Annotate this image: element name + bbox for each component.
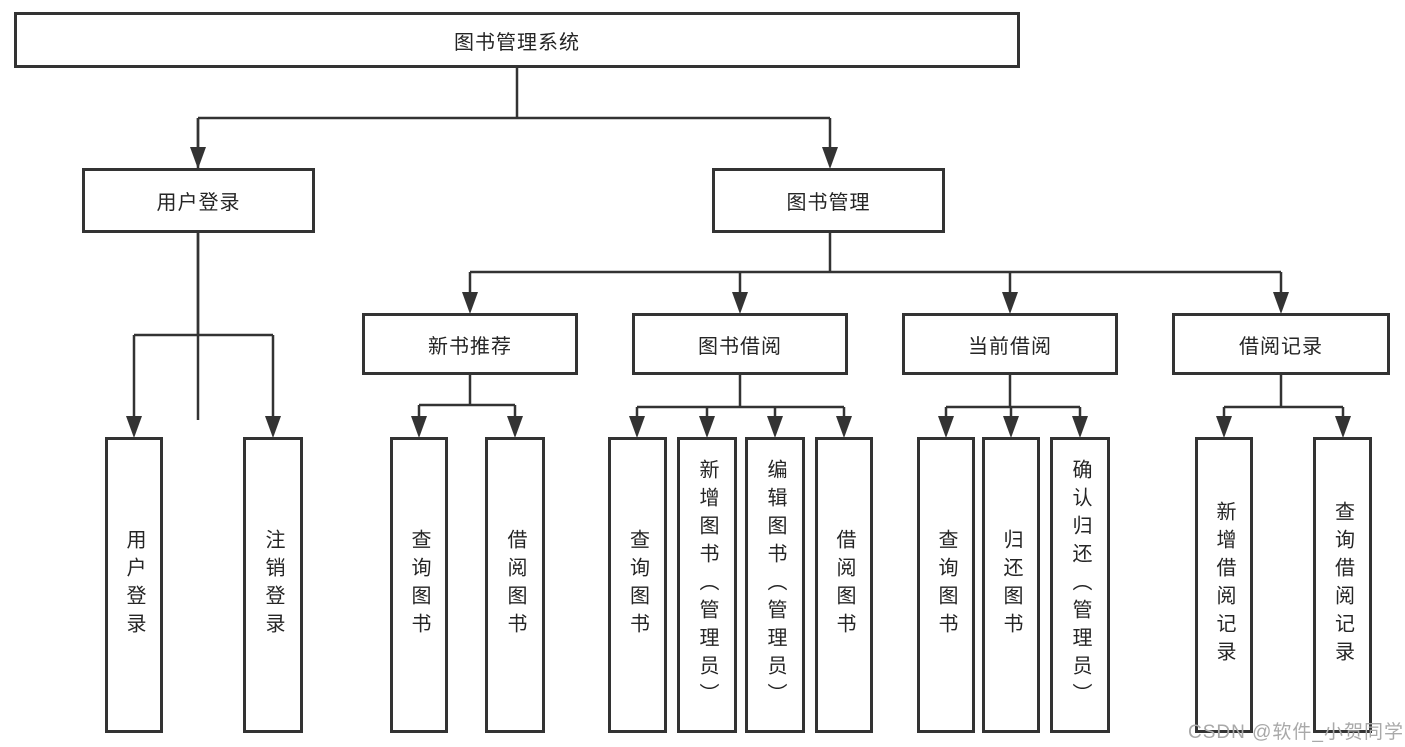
- leaf-query-books-current: 查询图书: [917, 437, 975, 733]
- leaf-return-books: 归还图书: [982, 437, 1040, 733]
- leaf-add-books-admin: 新增图书（管理员）: [677, 437, 737, 733]
- connector-root-to-level2: [196, 68, 832, 420]
- leaf-query-books-borrow: 查询图书: [608, 437, 667, 733]
- leaf-label: 借阅图书: [504, 529, 526, 641]
- leaf-label: 归还图书: [1000, 529, 1022, 641]
- arrowheads-new-book-branch: [411, 416, 523, 438]
- arrowheads-level2: [190, 147, 838, 169]
- node-label: 用户登录: [156, 192, 241, 214]
- leaf-edit-books-admin: 编辑图书（管理员）: [745, 437, 805, 733]
- leaf-borrow-books-recommend: 借阅图书: [485, 437, 545, 733]
- node-user-login: 用户登录: [82, 168, 315, 233]
- leaf-label: 查询图书: [408, 529, 430, 641]
- arrowheads-book-borrow-branch: [629, 416, 852, 438]
- leaf-logout: 注销登录: [243, 437, 303, 733]
- node-borrow-record: 借阅记录: [1172, 313, 1390, 375]
- arrowheads-user-login-branch: [126, 416, 281, 438]
- leaf-label: 用户登录: [123, 529, 145, 641]
- leaf-add-borrow-record: 新增借阅记录: [1195, 437, 1253, 733]
- arrowheads-book-mgmt-branch: [462, 292, 1289, 314]
- node-label: 图书管理: [786, 192, 871, 214]
- node-label: 图书管理系统: [454, 31, 580, 54]
- connector-new-book-branch: [417, 375, 517, 419]
- leaf-label: 查询图书: [935, 529, 957, 641]
- leaf-borrow-books: 借阅图书: [815, 437, 873, 733]
- leaf-query-borrow-record: 查询借阅记录: [1313, 437, 1372, 733]
- node-label: 借阅记录: [1239, 335, 1323, 358]
- leaf-query-books-recommend: 查询图书: [390, 437, 448, 733]
- connector-book-mgmt-branch: [468, 233, 1283, 295]
- leaf-user-login: 用户登录: [105, 437, 163, 733]
- connector-user-login-branch: [132, 233, 275, 419]
- node-label: 图书借阅: [698, 335, 782, 358]
- node-book-borrow: 图书借阅: [632, 313, 848, 375]
- arrowheads-current-borrow-branch: [938, 416, 1088, 438]
- leaf-label: 查询图书: [626, 529, 649, 641]
- connector-book-borrow-branch: [635, 375, 846, 419]
- leaf-label: 借阅图书: [833, 529, 855, 641]
- leaf-confirm-return-admin: 确认归还（管理员）: [1050, 437, 1110, 733]
- leaf-label: 新增图书（管理员）: [696, 459, 718, 711]
- connector-borrow-record-branch: [1222, 375, 1345, 419]
- leaf-label: 确认归还（管理员）: [1069, 459, 1091, 711]
- node-system-root: 图书管理系统: [14, 12, 1020, 68]
- leaf-label: 查询借阅记录: [1331, 501, 1354, 669]
- node-current-borrow: 当前借阅: [902, 313, 1118, 375]
- csdn-watermark: CSDN @软件_小贺同学: [1188, 722, 1404, 743]
- leaf-label: 新增借阅记录: [1213, 501, 1235, 669]
- node-label: 当前借阅: [968, 335, 1052, 358]
- node-new-book-recommend: 新书推荐: [362, 313, 578, 375]
- arrowheads-borrow-record-branch: [1216, 416, 1351, 438]
- node-label: 新书推荐: [428, 335, 512, 358]
- leaf-label: 编辑图书（管理员）: [764, 459, 786, 711]
- leaf-label: 注销登录: [262, 529, 284, 641]
- connector-current-borrow-branch: [944, 375, 1082, 419]
- node-book-management: 图书管理: [712, 168, 945, 233]
